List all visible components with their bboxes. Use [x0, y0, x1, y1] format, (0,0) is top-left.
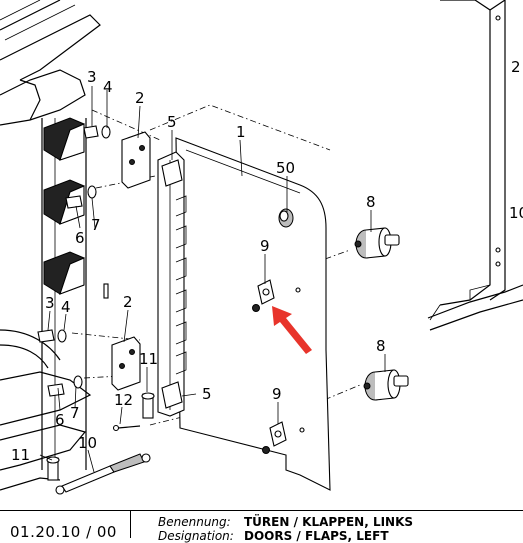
- hinge-lower: [111, 336, 141, 391]
- title-block: 01.20.10 / 00 Benennung: TÜREN / KLAPPEN…: [0, 510, 523, 543]
- callout-6a: 6: [75, 229, 85, 247]
- designation-value-de: TÜREN / KLAPPEN, LINKS: [244, 515, 414, 529]
- exploded-parts-drawing: 3 4 2 5 1 50 8 6 7 9 3 4 2 8 11 5 9 12 6…: [0, 0, 523, 495]
- callout-4a: 4: [103, 78, 113, 96]
- plug-50: [278, 208, 294, 228]
- title-block-divider: [130, 511, 131, 538]
- ball-stud-lower: [46, 456, 60, 481]
- callout-3a: 3: [87, 68, 97, 86]
- callout-4b: 4: [61, 298, 71, 316]
- frame-structure: [0, 0, 109, 491]
- highlight-arrow: [272, 306, 312, 354]
- callout-2b: 2: [123, 293, 133, 311]
- callout-7b: 7: [70, 404, 80, 422]
- callout-12: 12: [114, 391, 133, 409]
- callout-11b: 11: [11, 446, 30, 464]
- callout-9b: 9: [272, 385, 282, 403]
- callout-8b: 8: [376, 337, 386, 355]
- bolts-and-washers: [37, 125, 111, 397]
- screw-12: [112, 424, 141, 432]
- callout-5a: 5: [167, 113, 177, 131]
- leader-lines: [39, 86, 386, 473]
- hinge-upper: [121, 131, 151, 189]
- callout-5b: 5: [202, 385, 212, 403]
- callout-10: 10: [78, 434, 97, 452]
- callout-8a: 8: [366, 193, 376, 211]
- callout-2a: 2: [135, 89, 145, 107]
- gas-strut: [55, 453, 151, 495]
- callout-2-right: 2: [511, 58, 521, 76]
- callout-50: 50: [276, 159, 295, 177]
- designation-label-de: Benennung:: [158, 515, 231, 529]
- callout-11a: 11: [139, 350, 158, 368]
- door-panel: [175, 137, 331, 491]
- callout-1: 1: [236, 123, 246, 141]
- callout-7a: 7: [91, 216, 101, 234]
- callout-3b: 3: [45, 294, 55, 312]
- callout-9a: 9: [260, 237, 270, 255]
- latch-upper: [252, 279, 275, 312]
- callout-10-right: 10: [509, 204, 523, 222]
- callout-6b: 6: [55, 411, 65, 429]
- designation-value-en: DOORS / FLAPS, LEFT: [244, 529, 389, 543]
- designation-label-en: Designation:: [158, 529, 234, 543]
- ball-stud-upper: [141, 392, 155, 419]
- drawing-number: 01.20.10 / 00: [10, 523, 117, 541]
- cabinet-right: [427, 0, 523, 331]
- lock-cylinder-upper: [354, 227, 400, 259]
- callout-labels: 3 4 2 5 1 50 8 6 7 9 3 4 2 8 11 5 9 12 6…: [11, 58, 523, 464]
- hinge-strip: [157, 151, 187, 417]
- lock-cylinder-lower: [363, 369, 409, 401]
